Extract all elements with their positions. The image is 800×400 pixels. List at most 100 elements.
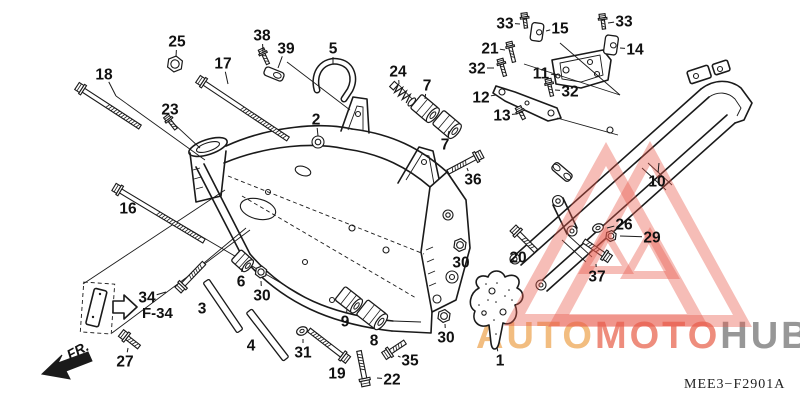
part	[257, 46, 271, 66]
part	[602, 34, 620, 56]
part	[380, 339, 408, 361]
part-number-callout: 38	[253, 28, 271, 45]
part	[605, 229, 617, 243]
part	[296, 326, 308, 336]
part	[529, 21, 545, 43]
part	[519, 11, 530, 29]
part-number-callout: 19	[328, 366, 346, 383]
callout-leader	[545, 29, 551, 32]
part-number-callout: 16	[119, 201, 137, 218]
part	[544, 77, 555, 98]
part-number-callout: 8	[370, 333, 379, 350]
part	[505, 40, 517, 64]
watermark-triangle-right	[548, 141, 752, 327]
callout-leader	[424, 93, 427, 100]
part-number-callout: 32	[468, 61, 485, 78]
hardware-parts-layer	[73, 11, 620, 388]
part	[194, 74, 291, 142]
part	[73, 81, 143, 130]
part-number-callout: 1	[496, 353, 505, 370]
part	[306, 327, 352, 365]
callout-leader	[499, 48, 506, 51]
callout-leader	[607, 21, 615, 24]
fr-arrow-icon	[40, 351, 93, 380]
part-number-callout: 25	[168, 34, 186, 51]
part-number-callout: 6	[237, 274, 246, 291]
part	[356, 299, 389, 331]
callout-leader	[550, 73, 557, 76]
part-number-callout: 7	[441, 137, 450, 154]
part-number-callout: 33	[615, 14, 633, 31]
part-number-callout: 27	[116, 354, 133, 371]
part	[356, 349, 371, 388]
part	[410, 94, 440, 124]
part-number-callout: 36	[464, 172, 482, 189]
part	[592, 223, 604, 233]
callout-leader	[619, 235, 643, 238]
part	[334, 286, 364, 314]
part	[246, 308, 289, 362]
part-number-callout: 33	[496, 16, 514, 33]
callout-leader	[397, 355, 401, 358]
part	[453, 237, 467, 253]
part-number-callout: 9	[341, 314, 350, 331]
callout-leader	[490, 94, 497, 97]
watermark-triangles	[504, 141, 752, 327]
watermark-triangle-left	[504, 142, 708, 326]
part-number-callout: 30	[437, 330, 454, 347]
part-number-callout: 35	[401, 353, 419, 370]
f34-arrow-icon	[112, 294, 138, 320]
part-number-callout: 30	[253, 288, 270, 305]
part	[111, 182, 206, 244]
part-number-callout: 26	[615, 217, 633, 234]
part-number-callout: 22	[383, 372, 400, 389]
f34-label: F-34	[142, 305, 174, 322]
part-number-callout: 23	[161, 102, 179, 119]
part	[162, 113, 179, 131]
part-number-callout: 11	[533, 66, 550, 83]
watermark-word-part: MOTO	[594, 315, 721, 357]
annotations: FR. F-34 MEE3−F2901A	[40, 294, 785, 392]
part	[432, 110, 462, 140]
part-number-callout: 12	[472, 90, 489, 107]
callout-leader	[224, 71, 229, 85]
diagram-code: MEE3−F2901A	[684, 377, 785, 392]
part	[254, 265, 268, 279]
part-number-callout: 17	[214, 56, 231, 73]
watermark-inner-delta-right	[620, 227, 680, 279]
part	[551, 162, 573, 182]
part	[509, 224, 539, 254]
frame-line-art	[79, 42, 753, 350]
part-number-callout: 39	[277, 41, 295, 58]
part-number-callout: 10	[648, 174, 665, 191]
callout-leader	[316, 127, 319, 137]
part-number-callout: 20	[509, 250, 526, 267]
part-number-callout: 14	[626, 42, 644, 59]
part-number-callout: 34	[138, 290, 156, 307]
part-number-callout: 29	[643, 230, 661, 247]
part-number-callout: 21	[481, 41, 499, 58]
callout-leader	[606, 225, 615, 229]
watermark-word-part: HUB	[720, 315, 800, 357]
part	[174, 260, 207, 294]
part	[514, 104, 527, 121]
part-number-callout: 4	[247, 338, 256, 355]
callout-leader	[108, 81, 117, 97]
part-number-callout: 15	[551, 21, 569, 38]
part-number-callout: 2	[312, 112, 321, 129]
part-number-callout: 13	[493, 108, 511, 125]
watermark-inner-delta-left	[578, 226, 634, 274]
part-number-callout: 7	[423, 78, 432, 95]
part	[117, 328, 142, 350]
part-number-callout: 3	[198, 301, 207, 318]
part-number-callout: 5	[329, 41, 338, 58]
part	[231, 249, 255, 273]
callout-leader	[496, 346, 499, 352]
part-number-callout: 32	[561, 84, 578, 101]
part	[496, 57, 508, 78]
callout-leader	[466, 167, 469, 172]
part	[581, 238, 614, 264]
watermark-wordmark: AUTOMOTOHUB	[476, 317, 800, 355]
callout-leader	[447, 130, 450, 136]
